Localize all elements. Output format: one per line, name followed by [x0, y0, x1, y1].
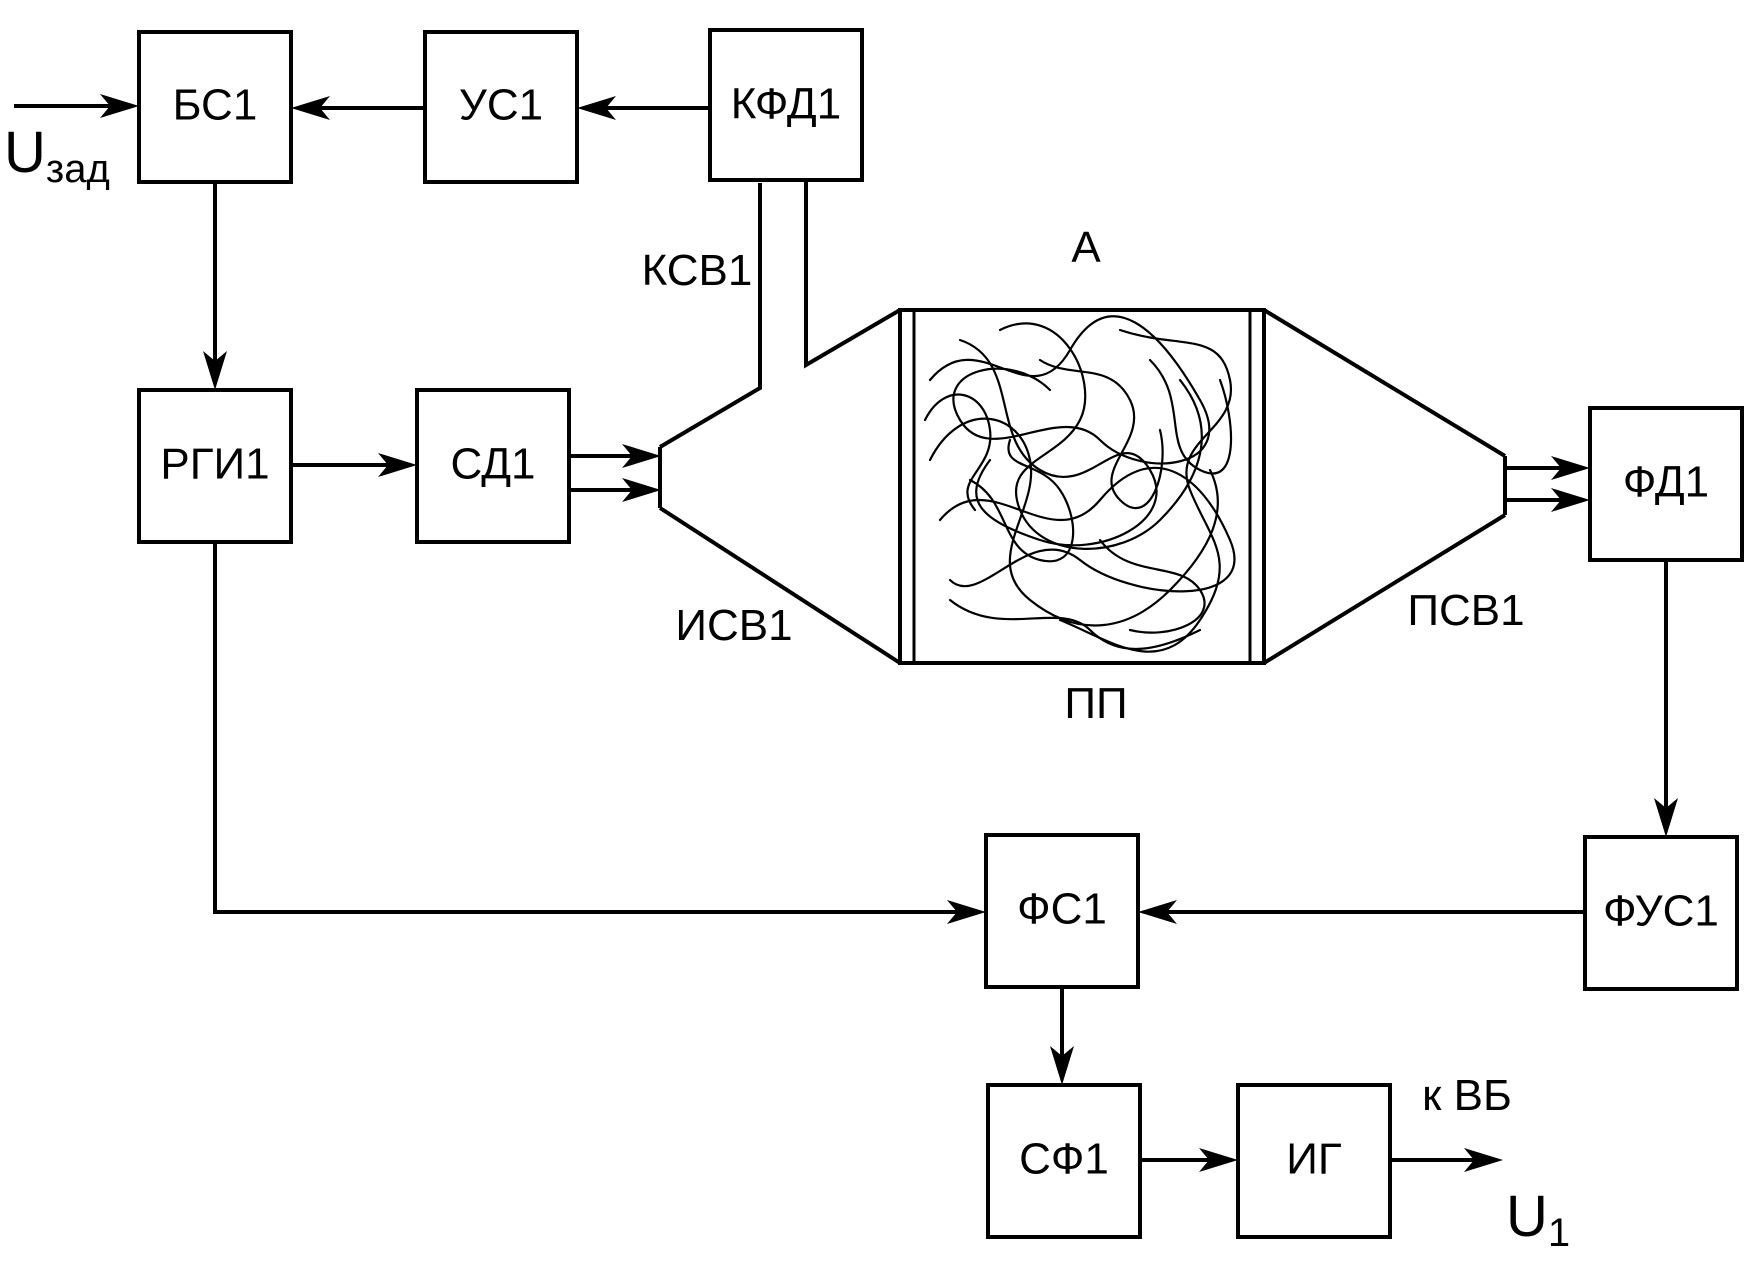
label-input-signal-main: U: [4, 120, 46, 185]
input-fiber-taper-bottom: [658, 506, 902, 665]
block-rgi1: РГИ1: [137, 388, 293, 544]
label-output-signal-sub: 1: [1548, 1211, 1570, 1255]
fiber-coupler: [658, 180, 1507, 665]
output-fiber-taper-top: [1262, 308, 1507, 458]
block-fs1: ФС1: [984, 833, 1140, 989]
block-sd1-label: СД1: [450, 440, 535, 489]
label-output-signal-main: U: [1506, 1184, 1548, 1249]
random-fiber-chamber: [898, 308, 1266, 665]
arrow-rgi1-to-fs1: [213, 542, 969, 914]
label-to-vb: к ВБ: [1422, 1071, 1512, 1120]
arrowhead-us1-from-kfd1: [577, 96, 616, 120]
block-sd1: СД1: [415, 388, 571, 544]
block-sf1-label: СФ1: [1019, 1135, 1109, 1184]
block-bs1-label: БС1: [173, 81, 258, 130]
arrowhead-fus1-from-fd1: [1654, 798, 1678, 837]
block-us1: УС1: [423, 30, 579, 184]
input-fiber-taper-top: [658, 183, 762, 449]
arrowhead-output: [1464, 1148, 1503, 1172]
label-output-signal: U1: [1506, 1184, 1570, 1255]
block-fd1: ФД1: [1588, 406, 1744, 562]
arrowhead-fs1-from-rgi1: [947, 900, 986, 924]
block-sf1: СФ1: [986, 1083, 1142, 1239]
arrowhead-sd1-from-rgi1: [378, 453, 417, 477]
arrowhead-bs1-input: [100, 94, 139, 118]
arrowhead-bs1-from-us1: [291, 96, 330, 120]
output-fiber-taper-bottom: [1262, 513, 1507, 665]
tangled-fibers: [923, 315, 1236, 653]
block-ig: ИГ: [1236, 1083, 1392, 1239]
arrowhead-sf1-from-fs1: [1050, 1046, 1074, 1085]
block-fs1-label: ФС1: [1017, 885, 1107, 934]
arrowhead-ig-from-sf1: [1199, 1148, 1238, 1172]
block-fus1: ФУС1: [1583, 835, 1739, 991]
block-fus1-label: ФУС1: [1603, 887, 1719, 936]
arrowhead-isv1-top: [622, 444, 661, 468]
arrowhead-rgi1-from-bs1: [203, 351, 227, 390]
connectors: [14, 104, 1668, 1162]
arrowhead-fd1-bottom: [1551, 488, 1590, 512]
block-us1-label: УС1: [459, 81, 543, 130]
block-fd1-label: ФД1: [1623, 458, 1709, 507]
arrowheads: [100, 94, 1678, 1172]
label-ksv1: КСВ1: [642, 246, 753, 295]
arrowhead-isv1-bottom: [622, 478, 661, 502]
block-rgi1-label: РГИ1: [160, 440, 269, 489]
block-bs1: БС1: [137, 30, 293, 184]
arrowhead-fd1-top: [1551, 456, 1590, 480]
control-fiber-branch: [804, 180, 902, 369]
label-isv1: ИСВ1: [675, 601, 792, 650]
block-ig-label: ИГ: [1286, 1135, 1342, 1184]
label-psv1: ПСВ1: [1407, 586, 1524, 635]
label-a: А: [1071, 223, 1101, 272]
block-kfd1-label: КФД1: [731, 80, 841, 129]
arrowhead-fs1-from-fus1: [1138, 900, 1177, 924]
label-pp: ПП: [1064, 679, 1127, 728]
label-input-signal: Uзад: [4, 120, 110, 191]
label-input-signal-sub: зад: [46, 147, 110, 191]
block-kfd1: КФД1: [708, 28, 864, 182]
